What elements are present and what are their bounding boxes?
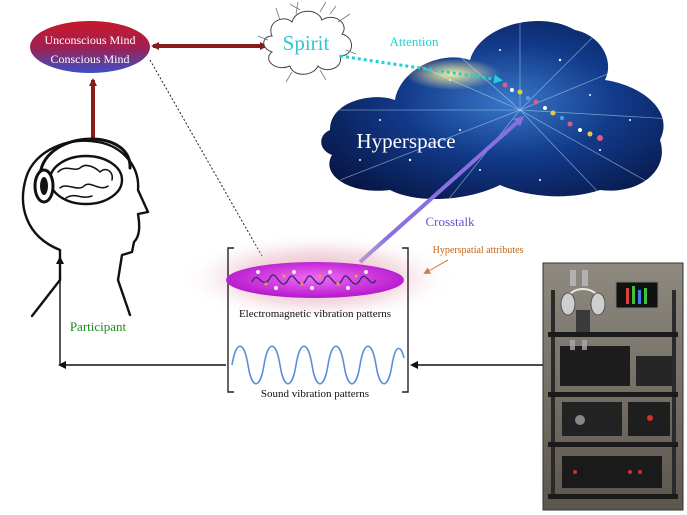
crosstalk-arrow [358, 116, 525, 264]
sound-wave [231, 345, 405, 385]
sound-patterns-label: Sound vibration patterns [261, 388, 369, 400]
audio-equipment-rack-image [542, 262, 684, 511]
em-patterns-label: Electromagnetic vibration patterns [239, 308, 391, 320]
attention-arrow [339, 54, 503, 84]
mind-em-dotted-line [149, 59, 263, 257]
attention-label: Attention [389, 34, 439, 49]
crosstalk-label: Crosstalk [425, 214, 475, 229]
spirit-cloud-icon: Spirit [257, 1, 357, 83]
participant-label: Participant [70, 319, 127, 334]
hyperspace-cloud-image: Hyperspace [321, 21, 664, 200]
right-bracket [402, 247, 409, 393]
head-with-headphones-icon [21, 137, 150, 318]
conscious-mind-label: Conscious Mind [50, 52, 129, 66]
hyperspatial-attributes-label: Hyperspatial attributes [433, 245, 524, 256]
mind-node: Unconscious Mind Conscious Mind [30, 21, 150, 73]
em-vibration-ellipse [226, 262, 404, 298]
unconscious-mind-label: Unconscious Mind [45, 33, 136, 47]
hyperspace-label: Hyperspace [356, 129, 455, 153]
particle-stream [502, 82, 603, 141]
spirit-label: Spirit [283, 31, 330, 55]
left-bracket [227, 247, 234, 393]
